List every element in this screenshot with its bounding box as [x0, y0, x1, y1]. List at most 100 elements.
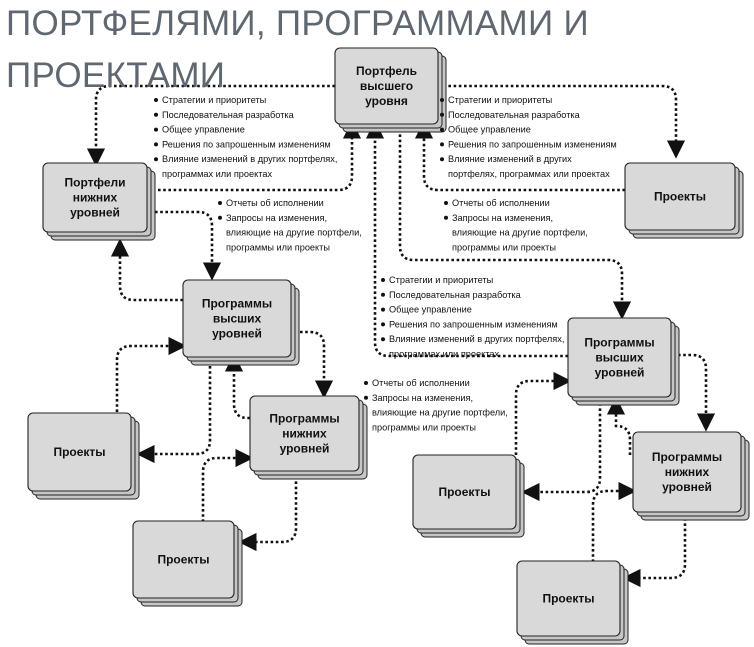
note-bullet: [364, 381, 368, 385]
box-label-line: нижних: [665, 465, 710, 479]
box-face: [624, 162, 736, 231]
box-projects-bottom-left: Проекты: [132, 520, 243, 607]
note-line: Отчеты об исполнении: [452, 198, 550, 208]
box-label-line: уровня: [365, 94, 408, 108]
connector-projects-top-right-to-top: [414, 120, 625, 192]
note-line: Влияние изменений в других: [448, 154, 572, 164]
note-line: программах или проектах: [162, 169, 272, 179]
connector-top-to-projects-top-right: [438, 84, 686, 159]
note-line: программы или проекты: [452, 242, 556, 252]
box-label-line: уровней: [212, 327, 262, 341]
box-label-line: Программы: [584, 336, 654, 350]
box-label-line: высшего: [360, 79, 413, 93]
box-face: [567, 317, 672, 398]
note-line: Решения по запрошенным изменениям: [162, 139, 331, 149]
box-face: [132, 520, 235, 599]
note-bullet: [154, 98, 158, 102]
note-bullet: [440, 127, 444, 132]
connector-programs-right-to-top: [365, 120, 568, 358]
note-bullet: [154, 157, 158, 162]
box-face: [334, 47, 439, 125]
note-line: программах или проектах: [389, 349, 499, 359]
note-bullet: [154, 112, 158, 117]
connector-lower-portfolios-to-programs-left: [155, 210, 222, 281]
connector-top-to-lower-portfolios: [86, 84, 335, 167]
note-line: Стратегии и приоритеты: [448, 95, 552, 105]
connector-programs-left-to-lower-portfolios: [110, 238, 183, 302]
note-bullet: [154, 142, 158, 147]
note-line: Последовательная разработка: [162, 110, 295, 120]
box-face: [516, 560, 621, 637]
connector-programs-right-to-projects-mid-right: [521, 398, 602, 502]
note-line: Запросы на изменения,: [226, 213, 327, 223]
box-label-line: Портфели: [64, 176, 125, 190]
connector-top-to-programs-right: [398, 124, 632, 320]
note-line: программы или проекты: [226, 242, 330, 252]
note-line: Стратегии и приоритеты: [162, 95, 266, 105]
box-face: [27, 412, 132, 492]
connector-projects-bottom-right-to-programs-low-right: [591, 481, 637, 562]
note-line: Общее управление: [448, 125, 531, 135]
box-label-line: Проекты: [53, 445, 105, 459]
note-line: влияющие на другие портфели,: [372, 408, 508, 418]
note-bullet: [440, 142, 444, 147]
box-label-line: нижних: [282, 427, 327, 441]
note-bullet: [440, 98, 444, 102]
connector-programs-low-left-to-projects-bottom-left: [238, 471, 298, 552]
note-bullet: [440, 157, 444, 162]
note-line: Запросы на изменения,: [452, 213, 553, 223]
note-bullet: [364, 395, 368, 400]
box-label-line: Программы: [202, 297, 272, 311]
connector-programs-left-to-programs-low-left: [300, 330, 334, 399]
note-bullet: [154, 127, 158, 132]
box-label-line: уровней: [280, 442, 330, 456]
box-label-line: высших: [595, 351, 644, 365]
box-face: [632, 431, 742, 513]
page-title-line-2: ПРОЕКТАМИ: [6, 56, 226, 95]
boxes: ПортфельвысшегоуровняПортфелинижнихуровн…: [27, 47, 750, 645]
note-line: Отчеты об исполнении: [226, 198, 324, 208]
connector-projects-bottom-left-to-programs-low-left: [201, 448, 254, 522]
note-line: портфелях, программах или проектах: [448, 169, 610, 179]
note-line: программы или проекты: [372, 422, 476, 432]
note-line: Отчеты об исполнении: [372, 378, 470, 388]
box-label-line: уровней: [70, 206, 120, 220]
box-projects-mid-right: Проекты: [412, 454, 525, 538]
box-label-line: Программы: [652, 450, 722, 464]
box-projects-left: Проекты: [27, 412, 140, 500]
box-face: [249, 395, 360, 472]
connector-programs-low-right-to-projects-bottom-right: [622, 513, 687, 588]
page-title: ПОРТФЕЛЯМИ, ПРОГРАММАМИ И ПРОЕКТАМИ: [6, 0, 646, 102]
page-title-line-1: ПОРТФЕЛЯМИ, ПРОГРАММАМИ И: [6, 4, 589, 43]
note-line: Запросы на изменения,: [372, 393, 473, 403]
note-line: Влияние изменений в других портфелях,: [389, 334, 564, 344]
box-projects-top-right: Проекты: [624, 162, 744, 239]
box-label-line: нижних: [73, 191, 118, 205]
connectors: [86, 84, 716, 588]
connector-programs-low-right-to-programs-right: [606, 396, 632, 455]
note-bullet: [381, 307, 385, 312]
connector-projects-left-to-programs-left: [115, 336, 187, 412]
connector-programs-low-left-to-programs-left: [224, 353, 250, 420]
note-line: Общее управление: [162, 125, 245, 135]
connector-programs-left-to-projects-left: [136, 366, 212, 464]
note-bullet: [381, 292, 385, 297]
note-bullet: [218, 201, 222, 205]
note-line: влияющие на другие портфели,: [452, 228, 588, 238]
box-label-line: уровней: [595, 366, 645, 380]
box-label-line: Проекты: [542, 592, 594, 606]
box-label-line: высших: [213, 312, 262, 326]
